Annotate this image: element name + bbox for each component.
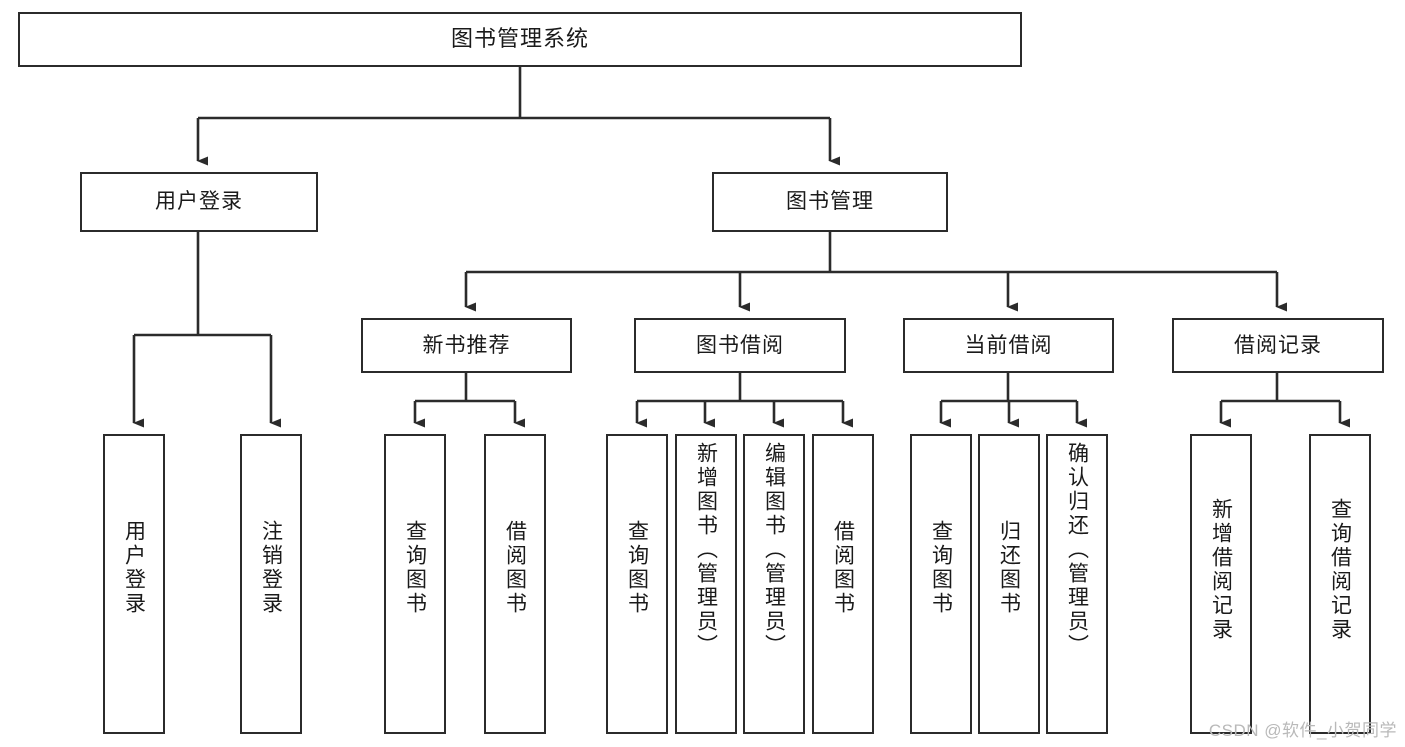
node-book-borrow[interactable]: 图书借阅 [634,318,846,373]
leaf-borrow-book[interactable]: 借阅图书 [812,434,874,734]
leaf-return-book[interactable]: 归还图书 [978,434,1040,734]
node-label: 图书管理 [786,190,874,214]
node-root-system[interactable]: 图书管理系统 [18,12,1022,67]
node-label: 新书推荐 [422,333,511,357]
node-label: 图书借阅 [696,333,784,357]
node-label: 用户登录 [155,190,243,214]
node-label: 借阅图书 [831,520,855,616]
node-label: 当前借阅 [964,333,1053,357]
node-label: 图书管理系统 [450,26,589,52]
node-book-management[interactable]: 图书管理 [712,172,948,232]
leaf-query-book-borrow[interactable]: 查询图书 [606,434,668,734]
node-label: 借阅记录 [1234,333,1322,357]
node-label: 新增借阅记录 [1209,498,1233,642]
node-label: 查询借阅记录 [1328,498,1352,642]
node-label: 编辑图书（管理员） [762,442,786,658]
node-user-login[interactable]: 用户登录 [80,172,318,232]
node-label: 确认归还（管理员） [1065,442,1089,658]
watermark-text: CSDN @软件_小贺同学 [1208,721,1397,740]
node-label: 用户登录 [122,520,146,616]
node-label: 归还图书 [997,520,1021,616]
leaf-add-borrow-record[interactable]: 新增借阅记录 [1190,434,1252,734]
node-label: 注销登录 [259,520,283,616]
node-label: 新增图书（管理员） [694,442,718,658]
node-current-borrow[interactable]: 当前借阅 [903,318,1114,373]
node-label: 借阅图书 [503,520,527,616]
node-label: 查询图书 [929,520,953,616]
leaf-edit-book-admin[interactable]: 编辑图书（管理员） [743,434,805,734]
leaf-user-logout[interactable]: 注销登录 [240,434,302,734]
leaf-borrow-book-newbook[interactable]: 借阅图书 [484,434,546,734]
node-new-book-recommend[interactable]: 新书推荐 [361,318,572,373]
node-label: 查询图书 [403,520,427,616]
node-label: 查询图书 [625,520,649,616]
leaf-add-book-admin[interactable]: 新增图书（管理员） [675,434,737,734]
leaf-query-book-newbook[interactable]: 查询图书 [384,434,446,734]
leaf-user-login[interactable]: 用户登录 [103,434,165,734]
leaf-query-borrow-record[interactable]: 查询借阅记录 [1309,434,1371,734]
leaf-confirm-return-admin[interactable]: 确认归还（管理员） [1046,434,1108,734]
leaf-query-book-current[interactable]: 查询图书 [910,434,972,734]
node-borrow-record[interactable]: 借阅记录 [1172,318,1384,373]
